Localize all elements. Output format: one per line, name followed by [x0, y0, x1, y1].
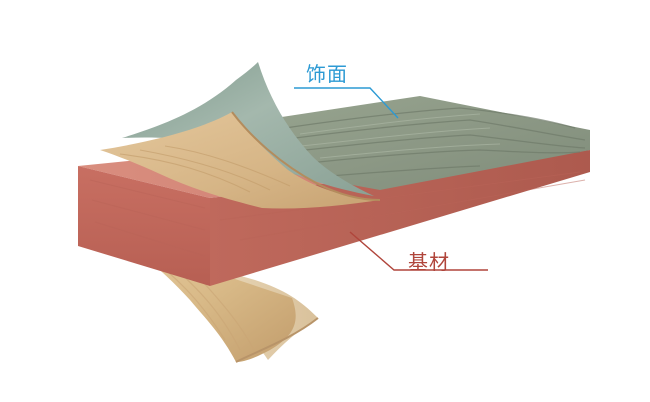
top-peeled-sheets: [100, 62, 381, 209]
surface-label: 饰面: [306, 62, 348, 86]
overlay-film-sheet: [122, 62, 374, 196]
board-side-face: [210, 150, 590, 286]
surface-veneer: [262, 96, 590, 190]
decor-paper-curl: [231, 111, 381, 201]
substrate-callout-line: [349, 231, 488, 271]
board-texture: [89, 171, 586, 257]
board-front-face: [78, 166, 210, 286]
veneer-grain-light: [299, 113, 501, 159]
surface-callout-line: [294, 87, 399, 119]
substrate-label: 基材: [408, 250, 450, 274]
decor-paper-sheet: [100, 112, 380, 209]
veneer-grain: [279, 107, 586, 177]
decor-paper-grain: [119, 145, 291, 193]
bottom-sheet-edge: [235, 317, 319, 363]
